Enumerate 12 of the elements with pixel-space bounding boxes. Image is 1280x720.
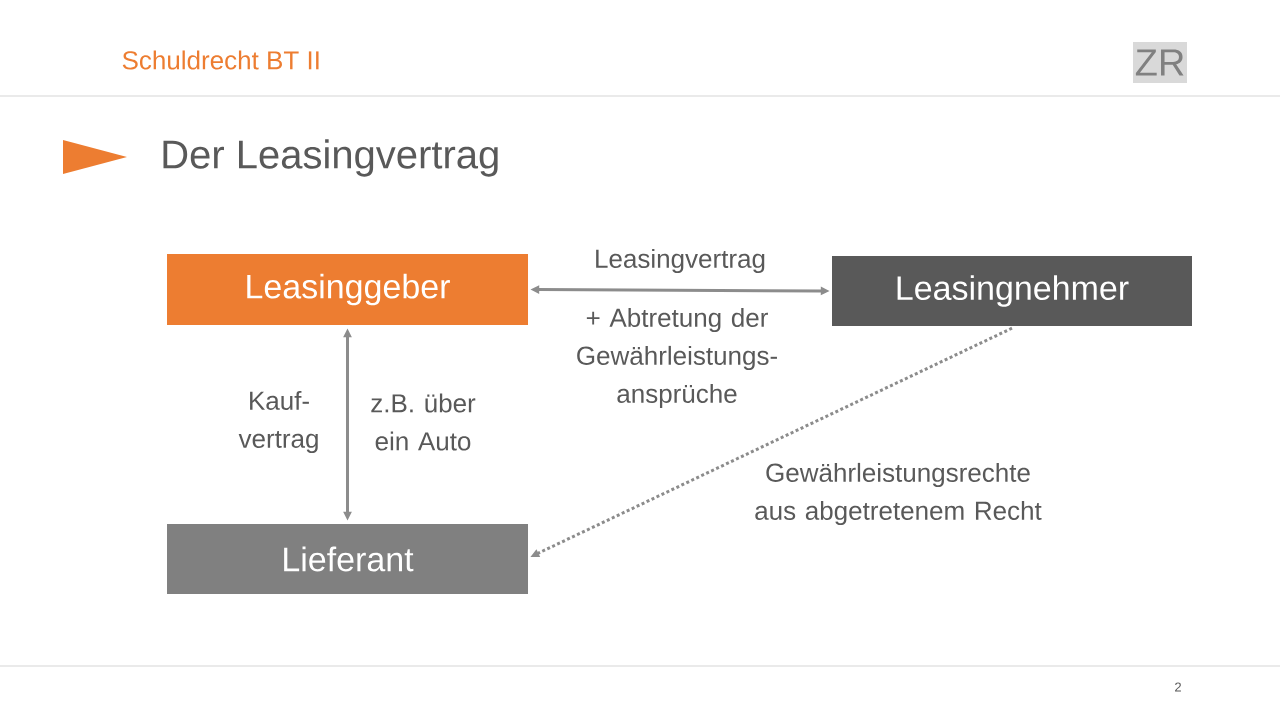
process-box: Lieferant [167,524,528,594]
note-text: Kauf- vertrag [238,390,318,454]
note-text: z.B. über ein Auto [371,393,476,451]
process-box: Leasingnehmer [832,256,1192,326]
note-text: + Abtretung der Gewährleistungs- ansprüche [577,307,777,409]
process-box: Leasinggeber [167,254,528,325]
heading-text: Schuldrecht BT II [122,50,319,70]
slide-title: Der Leasingvertrag [163,139,498,177]
edge-label: Leasingvertrag [596,248,765,274]
page-number: 2 [1175,682,1181,692]
subject-badge: ZR [1133,42,1187,83]
edge-label: Gewährleistungsrechte aus abgetretenem Recht [755,462,1042,526]
